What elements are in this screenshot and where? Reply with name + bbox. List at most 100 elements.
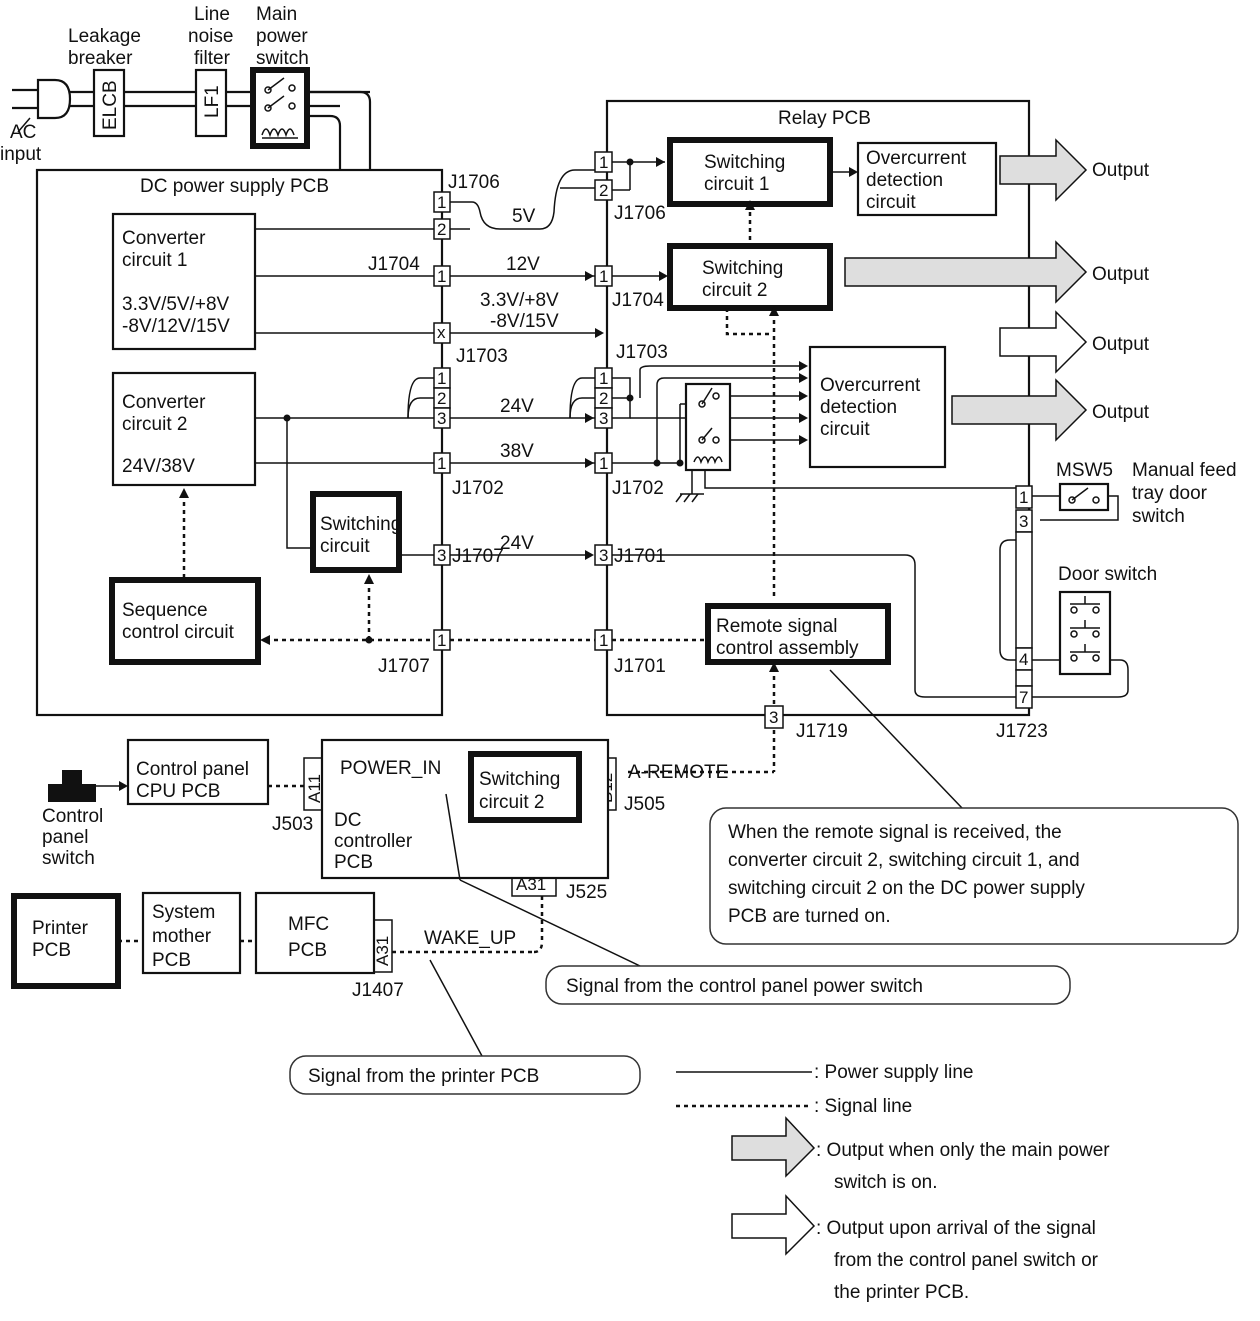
legend-white-line2: from the control panel switch or (834, 1250, 1099, 1271)
mps-label-3: switch (256, 48, 309, 69)
converter1-line2: circuit 1 (122, 250, 187, 271)
converter-circuit-2 (111, 371, 257, 487)
label-j1706-relay: J1706 (614, 203, 666, 224)
pin: 7 (1019, 688, 1028, 707)
dc-psu-title: DC power supply PCB (140, 176, 329, 197)
power-lines (255, 157, 1129, 698)
ocd1-line1: Overcurrent (866, 148, 967, 169)
label-j1707: J1707 (378, 656, 430, 677)
output-label: Output (1092, 334, 1150, 355)
ac-input-label-1: AC (10, 122, 36, 143)
output-arrow-2 (844, 240, 1088, 304)
connector-labels: J1706 J1704 J1703 J1702 J1707 J1707 J170… (272, 172, 1048, 1001)
lnf-label-2: noise (188, 26, 233, 47)
dc-switching-line1: Switching (320, 514, 401, 535)
lnf-label-1: Line (194, 4, 230, 25)
relay-sw1-line1: Switching (704, 152, 785, 173)
label-j1703: J1703 (456, 346, 508, 367)
overcurrent-detection-1 (856, 141, 998, 217)
dcc-line1: DC (334, 810, 361, 831)
remote-signal-control-assembly (705, 603, 891, 665)
remote-note-callout (709, 807, 1239, 945)
pin: 1 (599, 454, 608, 473)
label-j1702-relay: J1702 (612, 478, 664, 499)
mfc-line1: MFC (288, 914, 329, 935)
elcb-label: ELCB (100, 80, 121, 130)
manual-feed-line1: Manual feed (1132, 460, 1237, 481)
sysmom-line1: System (152, 902, 215, 923)
ocd2-line2: detection (820, 397, 897, 418)
relay-title: Relay PCB (778, 108, 871, 129)
pin-a31-dc: A31 (516, 875, 546, 894)
legend-signal-text: : Signal line (814, 1096, 912, 1117)
output-arrow-3 (999, 310, 1088, 374)
remote-note-line4: PCB are turned on. (728, 906, 891, 927)
printer-line2: PCB (32, 940, 71, 961)
ac-input-chain: Leakage breaker Line noise filter Main p… (0, 4, 372, 170)
legend-grey-line2: switch is on. (834, 1172, 937, 1193)
label-j503: J503 (272, 814, 313, 835)
label-j1703-relay: J1703 (616, 342, 668, 363)
door-switch: Door switch (1058, 564, 1157, 676)
mfc-pcb (254, 891, 376, 975)
pin: 1 (599, 153, 608, 172)
cps-line3: switch (42, 848, 95, 869)
pin: 1 (599, 631, 608, 650)
printer-signal-text: Signal from the printer PCB (308, 1066, 539, 1087)
wake-up-label: WAKE_UP (424, 928, 516, 949)
legend: : Power supply line : Signal line : Outp… (676, 1062, 1110, 1303)
leakage-breaker-label-1: Leakage (68, 26, 141, 47)
sequence-line1: Sequence (122, 600, 208, 621)
relay-sw2-line1: Switching (702, 258, 783, 279)
label-j1702: J1702 (452, 478, 504, 499)
pin: 1 (599, 369, 608, 388)
converter-circuit-1 (111, 212, 257, 351)
manual-feed-line2: tray door (1132, 483, 1208, 504)
voltage-5v: 5V (512, 206, 536, 227)
remote-line2: control assembly (716, 638, 859, 659)
pin: x (437, 323, 446, 342)
relay-sw1-line2: circuit 1 (704, 174, 769, 195)
pin: 1 (437, 369, 446, 388)
msw5-switch: MSW5 Manual feed tray door switch (1056, 460, 1237, 527)
lf1-label: LF1 (202, 85, 223, 118)
pin: 1 (437, 193, 446, 212)
remote-note-line3: switching circuit 2 on the DC power supp… (728, 878, 1085, 899)
output-label: Output (1092, 264, 1150, 285)
pin: 1 (599, 267, 608, 286)
voltage-multi-1: 3.3V/+8V (480, 290, 559, 311)
voltage-24v-switched: 24V (500, 533, 534, 554)
legend-power-text: : Power supply line (814, 1062, 973, 1083)
a-remote-label: A-REMOTE (628, 762, 728, 783)
lf1-box (194, 68, 228, 138)
label-j1407: J1407 (352, 980, 404, 1001)
main-power-switch-icon (261, 77, 298, 139)
relay-coil-icon (675, 382, 732, 503)
converter1-line1: Converter (122, 228, 206, 249)
mps-label-2: power (256, 26, 308, 47)
ocd2-line3: circuit (820, 419, 870, 440)
legend-white-arrow (731, 1194, 816, 1256)
ocd1-line3: circuit (866, 192, 916, 213)
converter2-line3: 24V/38V (122, 456, 195, 477)
door-switch-label: Door switch (1058, 564, 1157, 585)
dc-switching-line2: circuit (320, 536, 370, 557)
leakage-breaker-label-2: breaker (68, 48, 133, 69)
dcc-sw2-line2: circuit 2 (479, 792, 544, 813)
pin: 3 (599, 546, 608, 565)
label-j505: J505 (624, 794, 665, 815)
pin: 1 (437, 454, 446, 473)
dcc-line3: PCB (334, 852, 373, 873)
dc-switching-circuit (310, 491, 402, 573)
pin: 1 (437, 267, 446, 286)
converter2-line2: circuit 2 (122, 414, 187, 435)
voltage-38v: 38V (500, 441, 534, 462)
label-j525: J525 (566, 882, 607, 903)
label-j1704: J1704 (368, 254, 420, 275)
label-j1704-relay: J1704 (612, 290, 664, 311)
pin-boxes: 1 2 1 x 1 2 3 1 3 1 1 2 1 1 2 3 1 3 1 3 … (303, 151, 1033, 973)
ocd1-line2: detection (866, 170, 943, 191)
power-in-label: POWER_IN (340, 758, 441, 779)
cp-signal-text: Signal from the control panel power swit… (566, 976, 923, 997)
